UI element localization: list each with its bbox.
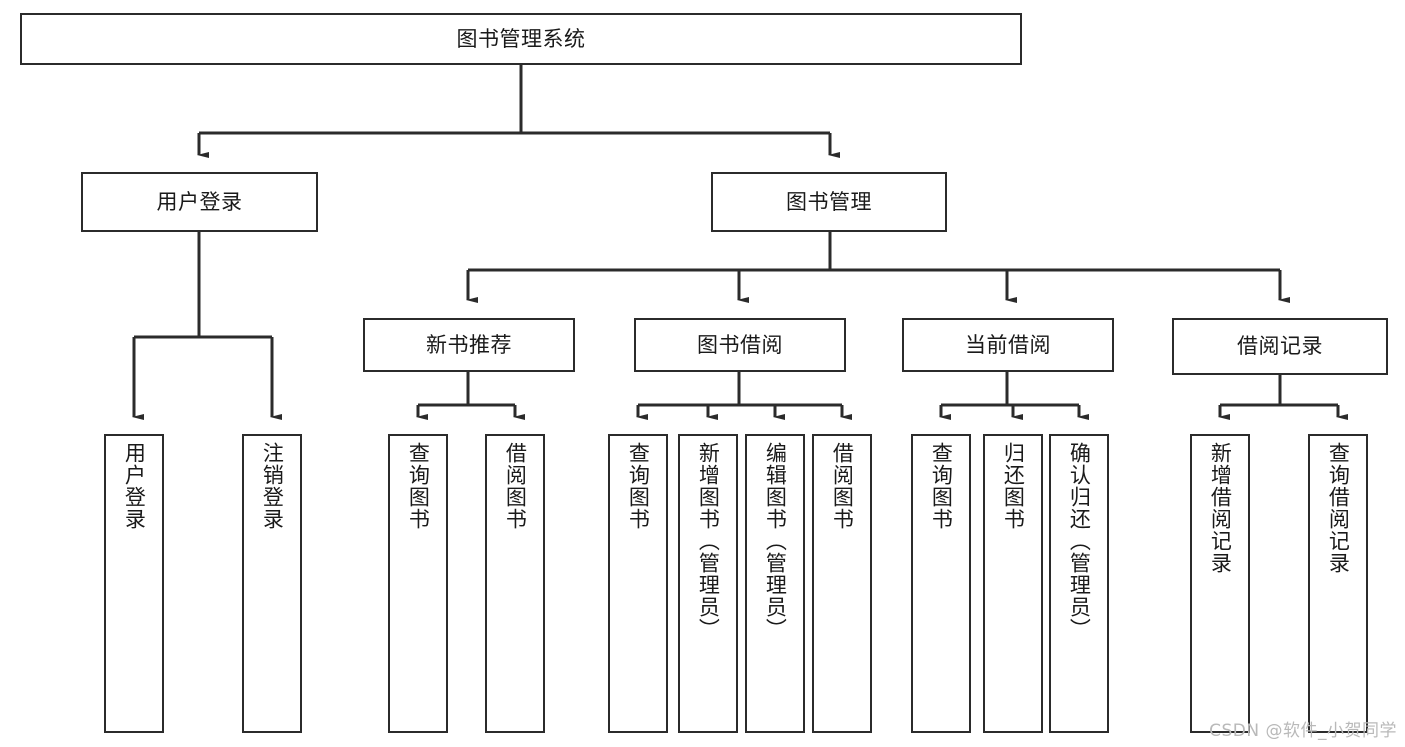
node-leaf-query-book-recommend-label: 查询图书 bbox=[406, 442, 431, 530]
node-leaf-borrow-book[interactable]: 借阅图书 bbox=[812, 434, 872, 733]
node-leaf-query-book-borrow[interactable]: 查询图书 bbox=[608, 434, 668, 733]
node-leaf-query-borrow-record[interactable]: 查询借阅记录 bbox=[1308, 434, 1368, 733]
node-leaf-user-login-label: 用户登录 bbox=[122, 442, 147, 530]
node-leaf-query-borrow-record-label: 查询借阅记录 bbox=[1326, 442, 1351, 574]
node-current-borrow-label: 当前借阅 bbox=[965, 332, 1051, 357]
node-leaf-query-book-current[interactable]: 查询图书 bbox=[911, 434, 971, 733]
node-leaf-add-borrow-record-label: 新增借阅记录 bbox=[1208, 442, 1233, 574]
node-leaf-borrow-book-recommend[interactable]: 借阅图书 bbox=[485, 434, 545, 733]
node-book-manage-label: 图书管理 bbox=[786, 189, 872, 214]
node-leaf-add-borrow-record[interactable]: 新增借阅记录 bbox=[1190, 434, 1250, 733]
node-leaf-query-book-current-label: 查询图书 bbox=[929, 442, 954, 530]
node-leaf-user-logout-label: 注销登录 bbox=[260, 442, 285, 530]
node-leaf-confirm-return-admin-label: 确认归还（管理员） bbox=[1067, 442, 1092, 640]
node-new-book-recommend[interactable]: 新书推荐 bbox=[363, 318, 575, 372]
node-user-login[interactable]: 用户登录 bbox=[81, 172, 318, 232]
node-leaf-user-logout[interactable]: 注销登录 bbox=[242, 434, 302, 733]
node-current-borrow[interactable]: 当前借阅 bbox=[902, 318, 1114, 372]
node-book-borrow-label: 图书借阅 bbox=[697, 332, 783, 357]
node-leaf-borrow-book-recommend-label: 借阅图书 bbox=[503, 442, 528, 530]
node-leaf-edit-book-admin[interactable]: 编辑图书（管理员） bbox=[745, 434, 805, 733]
node-book-borrow[interactable]: 图书借阅 bbox=[634, 318, 846, 372]
node-leaf-query-book-borrow-label: 查询图书 bbox=[626, 442, 651, 530]
node-leaf-edit-book-admin-label: 编辑图书（管理员） bbox=[763, 442, 788, 640]
node-new-book-recommend-label: 新书推荐 bbox=[426, 332, 512, 357]
node-leaf-add-book-admin[interactable]: 新增图书（管理员） bbox=[678, 434, 738, 733]
node-leaf-return-book-label: 归还图书 bbox=[1001, 442, 1026, 530]
node-leaf-query-book-recommend[interactable]: 查询图书 bbox=[388, 434, 448, 733]
node-book-manage[interactable]: 图书管理 bbox=[711, 172, 947, 232]
node-root-label: 图书管理系统 bbox=[456, 26, 586, 51]
node-borrow-record-label: 借阅记录 bbox=[1237, 334, 1323, 359]
node-leaf-borrow-book-label: 借阅图书 bbox=[830, 442, 855, 530]
node-leaf-user-login[interactable]: 用户登录 bbox=[104, 434, 164, 733]
node-leaf-confirm-return-admin[interactable]: 确认归还（管理员） bbox=[1049, 434, 1109, 733]
node-root[interactable]: 图书管理系统 bbox=[20, 13, 1022, 65]
node-borrow-record[interactable]: 借阅记录 bbox=[1172, 318, 1388, 375]
node-leaf-add-book-admin-label: 新增图书（管理员） bbox=[696, 442, 721, 640]
node-user-login-label: 用户登录 bbox=[156, 189, 243, 214]
csdn-watermark: CSDN @软件_小贺同学 bbox=[1209, 721, 1397, 741]
node-leaf-return-book[interactable]: 归还图书 bbox=[983, 434, 1043, 733]
